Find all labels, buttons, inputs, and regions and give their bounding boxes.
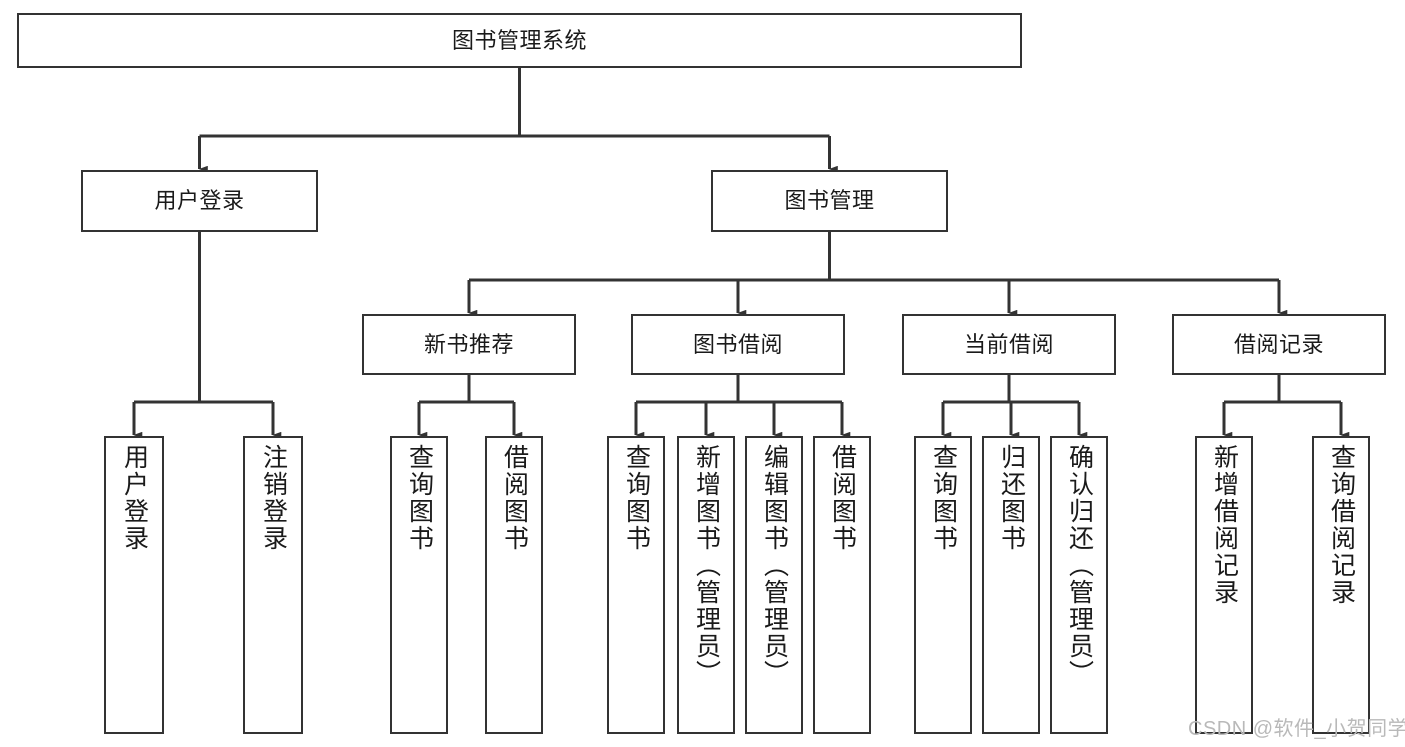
node-borrow-records-label: 借阅记录	[1233, 331, 1324, 357]
node-leaf-current-confirm-return[interactable]: 确认归还（管理员）	[1050, 436, 1108, 734]
node-borrow-records[interactable]: 借阅记录	[1172, 314, 1386, 375]
node-leaf-current-confirm-return-label: 确认归还（管理员）	[1065, 444, 1094, 687]
node-leaf-new-query-book-label: 查询图书	[405, 444, 434, 552]
node-leaf-borrow-add-book-label: 新增图书（管理员）	[692, 444, 721, 687]
node-leaf-borrow-edit-book-label: 编辑图书（管理员）	[760, 444, 789, 687]
node-leaf-borrow-query-book-label: 查询图书	[622, 444, 651, 552]
node-leaf-borrow-query-book[interactable]: 查询图书	[607, 436, 665, 734]
node-book-borrow-label: 图书借阅	[692, 331, 783, 357]
node-user-login-label: 用户登录	[154, 188, 245, 214]
node-book-management[interactable]: 图书管理	[711, 170, 948, 232]
node-leaf-current-return-book[interactable]: 归还图书	[982, 436, 1040, 734]
node-root[interactable]: 图书管理系统	[17, 13, 1022, 68]
node-current-borrow[interactable]: 当前借阅	[902, 314, 1116, 375]
node-leaf-user-logout[interactable]: 注销登录	[243, 436, 303, 734]
node-leaf-current-return-book-label: 归还图书	[997, 444, 1026, 552]
node-leaf-record-query-label: 查询借阅记录	[1327, 444, 1356, 606]
node-leaf-user-login[interactable]: 用户登录	[104, 436, 164, 734]
node-leaf-borrow-add-book[interactable]: 新增图书（管理员）	[677, 436, 735, 734]
node-current-borrow-label: 当前借阅	[963, 331, 1054, 357]
node-leaf-user-logout-label: 注销登录	[259, 444, 288, 552]
node-root-label: 图书管理系统	[451, 27, 587, 53]
node-book-management-label: 图书管理	[784, 188, 875, 214]
node-leaf-borrow-edit-book[interactable]: 编辑图书（管理员）	[745, 436, 803, 734]
node-user-login[interactable]: 用户登录	[81, 170, 318, 232]
node-leaf-current-query-book-label: 查询图书	[929, 444, 958, 552]
node-leaf-record-add[interactable]: 新增借阅记录	[1195, 436, 1253, 734]
node-new-book-recommend-label: 新书推荐	[423, 331, 514, 357]
node-leaf-new-query-book[interactable]: 查询图书	[390, 436, 448, 734]
node-leaf-record-query[interactable]: 查询借阅记录	[1312, 436, 1370, 734]
node-leaf-current-query-book[interactable]: 查询图书	[914, 436, 972, 734]
node-leaf-new-borrow-book[interactable]: 借阅图书	[485, 436, 543, 734]
node-book-borrow[interactable]: 图书借阅	[631, 314, 845, 375]
node-leaf-borrow-lend-book-label: 借阅图书	[828, 444, 857, 552]
node-leaf-user-login-label: 用户登录	[120, 444, 149, 552]
node-leaf-record-add-label: 新增借阅记录	[1210, 444, 1239, 606]
node-leaf-borrow-lend-book[interactable]: 借阅图书	[813, 436, 871, 734]
node-leaf-new-borrow-book-label: 借阅图书	[500, 444, 529, 552]
node-new-book-recommend[interactable]: 新书推荐	[362, 314, 576, 375]
